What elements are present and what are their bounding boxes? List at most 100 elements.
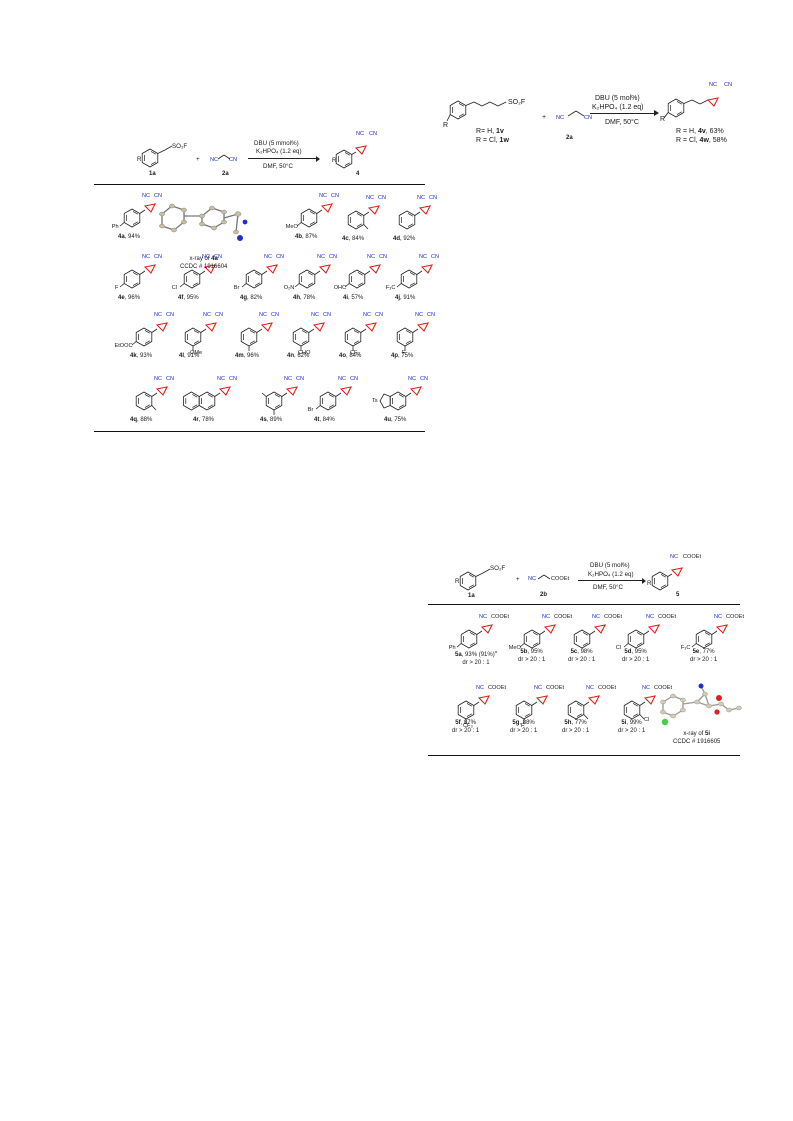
nitrile-label: CN [166,312,175,318]
benzene-ring [400,269,418,289]
vinyl-cyclopropane-product-structure [663,97,719,119]
plus-sign: + [542,114,547,121]
substituent-label: OMe [190,350,203,356]
benzene-ring [623,700,641,720]
structure-4f [179,264,216,289]
cyclopropane-ring [716,624,728,634]
nitrile-label: NC [154,376,163,382]
sulfonyl-fluoride-label: SO₂F [508,99,526,106]
condition-dbu: DBU (5 mmol%) [254,140,299,147]
benzene-ring [457,700,475,720]
reaction-arrowhead [316,155,320,162]
product-nc: NC [709,82,718,88]
condition-base: K₂HPO₄ (1.2 eq) [588,571,634,578]
malononitrile-cn: CN [584,115,593,121]
xray-structure-5i [660,683,742,726]
structure-4t [315,386,352,411]
table-bottom-rule-b [428,755,740,756]
substituent-label: MeO [285,224,298,230]
product-5-label: 5 [676,592,680,598]
cyclopropane-ring [417,322,429,332]
nitrile-label: NC [408,376,417,382]
nitrile-label: CN [379,254,388,260]
table-bottom-rule [94,431,425,432]
reactant-labels: R= H, 1v R = Cl, 1w [476,128,509,144]
condition-base: K₂HPO₄ (1.2 eq) [592,104,644,111]
cyclopropane-ring [340,386,352,396]
nitrile-label: NC [542,614,551,620]
structure-5a [456,624,493,649]
cyclopropane-ring [544,624,556,634]
substituent-label: Cl [171,285,178,291]
benzene-ring [184,327,202,347]
ester-label: COOEt [491,614,510,620]
condition-solvent: DMF, 50°C [593,584,623,591]
structure-4j [396,264,433,289]
compound-label: 4c, 84% [342,236,365,242]
compound-label: 4k, 93% [130,353,153,359]
cyclopropane-ring [144,264,156,274]
product-r-group: R [660,116,666,123]
malononitrile-cn: CN [229,157,238,163]
nitrile-label: NC [154,312,163,318]
structure-5c [573,624,606,649]
nitrile-label: CN [215,312,224,318]
compound-label: 5g, 88%dr > 20 : 1 [510,720,538,734]
substituent-label: Br [307,407,314,413]
benzene-ring [389,391,407,411]
condition-solvent: DMF, 50°C [605,119,639,126]
structure-4o [344,322,377,351]
compound-label: 4t, 84% [314,417,335,423]
benzene-ring [135,327,153,347]
benzene-ring [123,208,141,228]
nitrile-label: NC [338,376,347,382]
cyclopropane-ring [321,203,333,213]
cyclopropane-ring [365,322,377,332]
substituent-label: CF₃ [350,350,360,356]
nitrile-label: NC [534,685,543,691]
cyclopropane-ring [478,695,490,705]
ester-label: COOEt [488,685,507,691]
nitrile-label: CN [296,376,305,382]
benzene-ring [298,269,316,289]
structure-4b [296,203,333,228]
nitrile-label: NC [642,685,651,691]
sulfonyl-fluoride-label: SO₂F [490,565,506,572]
substituent-label: F [521,723,525,729]
compound-label: 4m, 96% [235,353,260,359]
nitrile-label: NC [311,312,320,318]
nitrile-label: NC [479,614,488,620]
cyclopropane-ring [536,695,548,705]
cyclopropane-ring [286,386,298,396]
cyclopropane-ring [421,264,433,274]
benzene-ring [348,269,366,289]
nitrile-label: CN [214,254,223,260]
reactant-2a-label: 2a [566,135,573,141]
nitrile-label: NC [317,254,326,260]
benzene-ring [347,210,365,230]
reactant-r-group: R [137,156,142,163]
nitrile-label: CN [378,195,387,201]
substituent-label: Ts [372,398,378,404]
nitrile-label: NC [284,376,293,382]
reaction-arrowhead [654,110,659,116]
table-top-rule [94,184,425,185]
structure-4n [292,322,325,351]
compound-label: 5c, 98%dr > 20 : 1 [568,649,596,663]
product-nc: NC [356,131,365,137]
xray-caption-5i: x-ray of 5i CCDC # 1916605 [673,731,721,745]
structure-4e [119,264,156,289]
reaction-arrow [578,580,644,581]
substituent-label: OHC [333,285,347,291]
nitrile-label: NC [366,195,375,201]
